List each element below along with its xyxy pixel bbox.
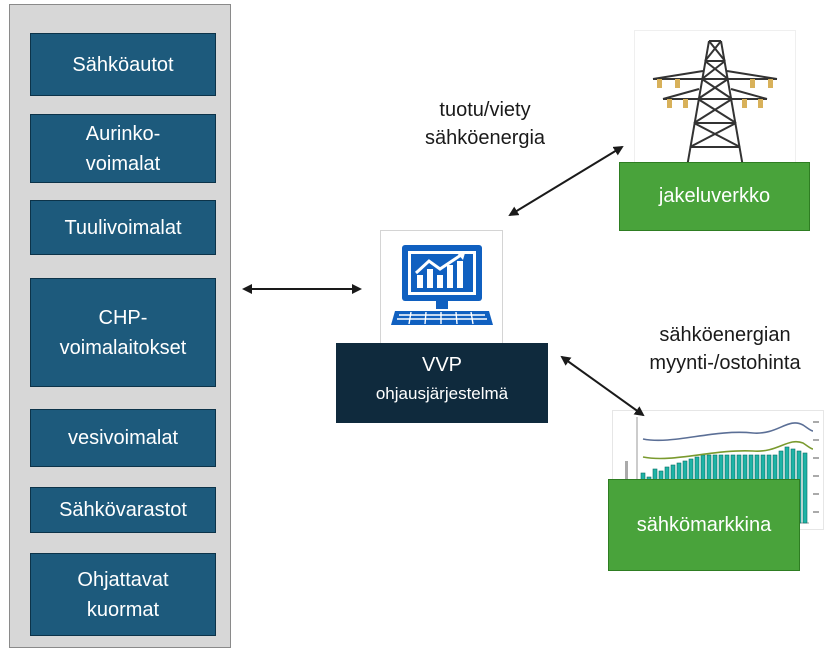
resource-box: Sähköautot [30, 33, 216, 96]
computer-analytics-icon [391, 245, 493, 325]
electricity-market-box: sähkömarkkina [608, 479, 800, 571]
vvp-control-system-box: VVP ohjausjärjestelmä [336, 343, 548, 423]
power-pylon-icon [652, 40, 778, 168]
distribution-grid-box: jakeluverkko [619, 162, 810, 231]
resource-box: Tuulivoimalat [30, 200, 216, 255]
resource-box: Ohjattavat kuormat [30, 553, 216, 636]
resource-box: Aurinko- voimalat [30, 114, 216, 183]
resource-box: vesivoimalat [30, 409, 216, 467]
vvp-grid-arrow [508, 145, 624, 217]
computer-icon-card [380, 230, 503, 344]
resource-box: CHP- voimalaitokset [30, 278, 216, 387]
vvp-subtitle: ohjausjärjestelmä [375, 384, 509, 403]
resource-box: Sähkövarastot [30, 487, 216, 533]
chart-bar [802, 452, 808, 524]
market-flow-label: sähköenergian myynti-/ostohinta [649, 324, 801, 374]
vvp-market-arrow [560, 355, 645, 417]
grid-flow-label: tuotu/viety sähköenergia [424, 99, 546, 149]
vvp-title: VVP [421, 354, 463, 376]
power-pylon-card [634, 30, 796, 170]
